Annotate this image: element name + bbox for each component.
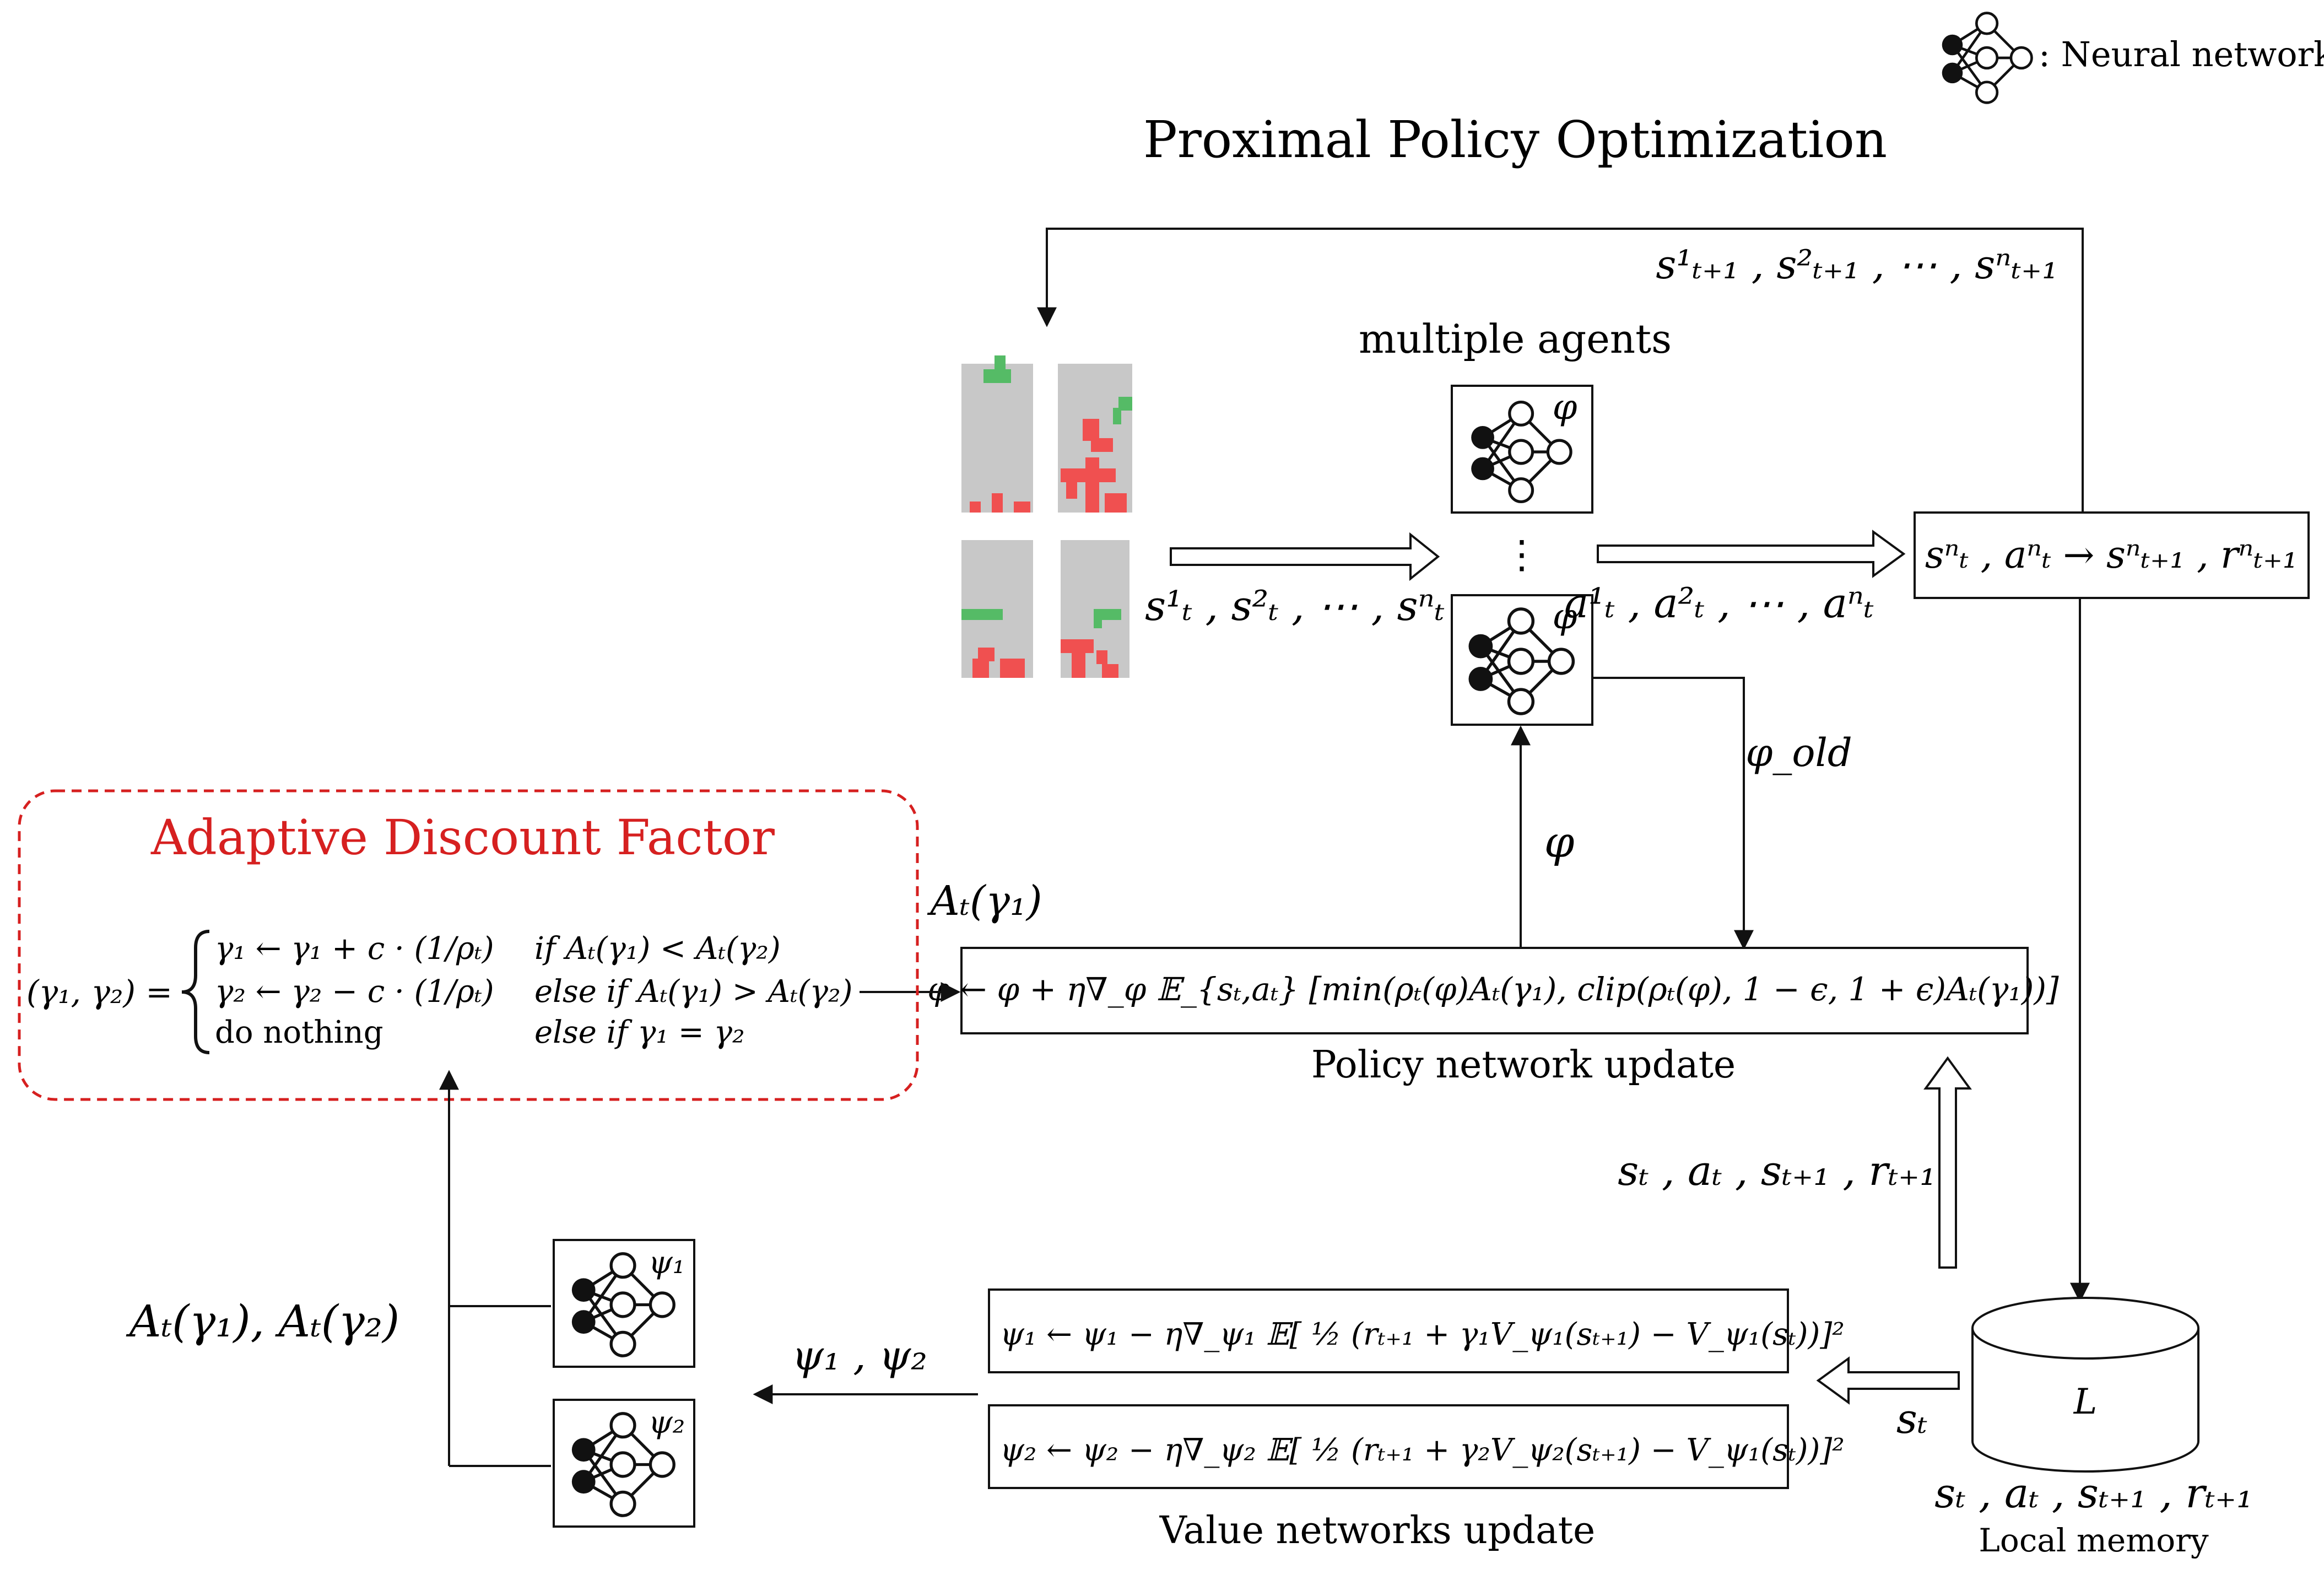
states-hollow-arrow: [1170, 532, 1440, 581]
next-state-feedback-line: [1037, 228, 2084, 513]
psi-label: ψ₁ , ψ₂: [792, 1332, 927, 1379]
value-update-box-2: [988, 1404, 1789, 1489]
adaptive-row-3-condition: else if γ₁ = γ₂: [534, 1015, 745, 1050]
adaptive-lhs: (γ₁, γ₂) =: [26, 973, 172, 1011]
value-update-caption: Value networks update: [1159, 1509, 1596, 1552]
adaptive-row-3-update: do nothing: [215, 1015, 383, 1050]
adaptive-discount-title: Adaptive Discount Factor: [150, 809, 775, 866]
st-label: sₜ: [1896, 1395, 1927, 1443]
phi-old-line: [1592, 677, 1754, 950]
advantage-label: Aₜ(γ₁): [927, 877, 1042, 925]
adaptive-row-2-condition: else if Aₜ(γ₁) > Aₜ(γ₂): [534, 974, 852, 1010]
policy-update-box: [960, 947, 2029, 1034]
policy-update-equation: φ ← φ + η∇_φ 𝔼_{sₜ,aₜ} [min(ρₜ(φ)Aₜ(γ₁),…: [927, 970, 2059, 1008]
page-title: Proximal Policy Optimization: [1143, 110, 1887, 169]
adaptive-discount-box: [18, 789, 919, 1101]
value-update-eq-1: ψ₁ ← ψ₁ − η∇_ψ₁ 𝔼[ ½ (rₜ₊₁ + γ₁V_ψ₁(sₜ₊₁…: [1000, 1317, 1845, 1352]
policy-update-caption: Policy network update: [1311, 1043, 1736, 1087]
agent-bottom-param: φ: [1553, 596, 1577, 637]
value-update-box-1: [988, 1288, 1789, 1373]
board-3: [961, 540, 1033, 678]
batch-hollow-arrow: [1923, 1056, 1972, 1269]
environment-boards: [961, 355, 1132, 678]
memory-caption: Local memory: [1979, 1522, 2208, 1559]
actions-hollow-arrow: [1597, 530, 1906, 578]
legend-nn-icon: [1942, 13, 2032, 103]
batch-label: sₜ , aₜ , sₜ₊₁ , rₜ₊₁: [1618, 1147, 1936, 1195]
transition-box: [1914, 511, 2310, 599]
adaptive-brace: [181, 930, 210, 1054]
value-update-eq-2: ψ₂ ← ψ₂ − η∇_ψ₂ 𝔼[ ½ (rₜ₊₁ + γ₂V_ψ₂(sₜ₊₁…: [1000, 1432, 1845, 1468]
board-4: [1061, 540, 1129, 678]
transition-label: sⁿₜ , aⁿₜ → sⁿₜ₊₁ , rⁿₜ₊₁: [1925, 533, 2298, 577]
adaptive-row-1-condition: if Aₜ(γ₁) < Aₜ(γ₂): [534, 931, 781, 967]
actions-label: a¹ₜ , a²ₜ , ⋯ , aⁿₜ: [1564, 580, 1874, 627]
memory-contents: sₜ , aₜ , sₜ₊₁ , rₜ₊₁: [1934, 1470, 2253, 1517]
next-states-label: s¹ₜ₊₁ , s²ₜ₊₁ , ⋯ , sⁿₜ₊₁: [1656, 241, 2058, 288]
phi-old-label: φ_old: [1745, 730, 1852, 775]
agents-ellipsis: ⋮: [1503, 532, 1541, 577]
memory-letter: L: [2073, 1382, 2098, 1422]
legend-label: : Neural network: [2039, 34, 2324, 74]
board-2: [1058, 364, 1132, 513]
local-memory-cylinder: [1971, 1297, 2199, 1473]
adaptive-row-2-update: γ₂ ← γ₂ − c · (1/ρₜ): [215, 974, 494, 1010]
states-label: s¹ₜ , s²ₜ , ⋯ , sⁿₜ: [1145, 583, 1445, 630]
value-net-1-param: ψ₁: [648, 1245, 685, 1281]
agent-top-param: φ: [1553, 387, 1577, 428]
advantages-label: Aₜ(γ₁), Aₜ(γ₂): [126, 1296, 399, 1347]
agents-label: multiple agents: [1359, 316, 1672, 362]
adaptive-row-1-update: γ₁ ← γ₁ + c · (1/ρₜ): [215, 931, 494, 967]
value-net-2-param: ψ₂: [648, 1405, 685, 1441]
phi-label: φ: [1544, 818, 1575, 867]
st-hollow-arrow: [1816, 1356, 1960, 1405]
board-1: [961, 355, 1033, 513]
